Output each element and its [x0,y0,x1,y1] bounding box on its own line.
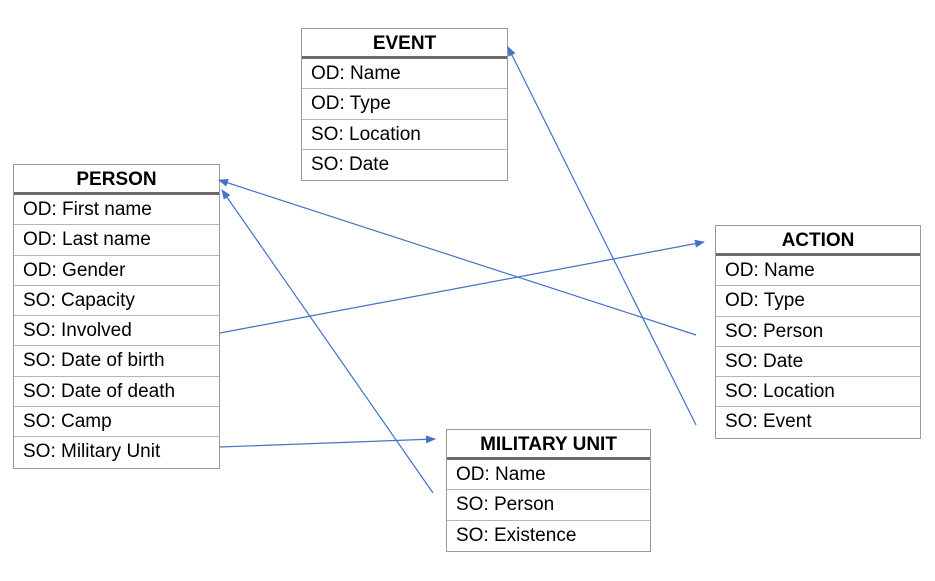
entity-military-unit-title: MILITARY UNIT [447,430,650,460]
entity-person: PERSON OD: First name OD: Last name OD: … [13,164,220,469]
entity-person-title: PERSON [14,165,219,195]
entity-person-field: SO: Date of birth [14,346,219,377]
entity-action-field: OD: Name [716,256,920,287]
entity-action-field: SO: Date [716,347,920,378]
entity-event-title: EVENT [302,29,507,59]
connector-arrow-military-person-to-person [221,189,434,494]
entity-event-field: OD: Name [302,59,507,90]
entity-action-field: SO: Person [716,317,920,347]
connector-arrow-action-event-to-event [507,46,697,426]
connector-arrow-person-involved-to-action [219,239,705,334]
entity-event: EVENT OD: Name OD: Type SO: Location SO:… [301,28,508,182]
entity-person-field: OD: First name [14,195,219,226]
entity-person-field: SO: Military Unit [23,441,161,463]
entity-action-field: SO: Event [725,411,812,433]
entity-military-unit-field: SO: Existence [456,524,577,546]
entity-person-field: SO: Capacity [14,286,219,317]
entity-person-field: SO: Date of death [14,377,219,408]
entity-person-field: SO: Involved [14,316,219,347]
entity-person-field: OD: Last name [14,225,219,256]
entity-military-unit-field: OD: Name [447,460,650,491]
connector-arrow-person-military-to-military-unit [219,435,436,448]
entity-action-field: OD: Type [716,286,920,317]
entity-person-field: SO: Camp [14,407,219,438]
entity-event-field: SO: Location [302,120,507,150]
entity-military-unit-field: SO: Person [447,490,650,521]
entity-action-field: SO: Location [716,377,920,408]
entity-event-field: SO: Date [311,153,390,175]
entity-military-unit: MILITARY UNIT OD: Name SO: Person SO: Ex… [446,429,651,552]
entity-action-title: ACTION [716,226,920,256]
entity-event-field: OD: Type [302,89,507,120]
connector-arrow-action-person-to-person [218,178,697,336]
entity-person-field: OD: Gender [14,256,219,286]
entity-action: ACTION OD: Name OD: Type SO: Person SO: … [715,225,921,439]
